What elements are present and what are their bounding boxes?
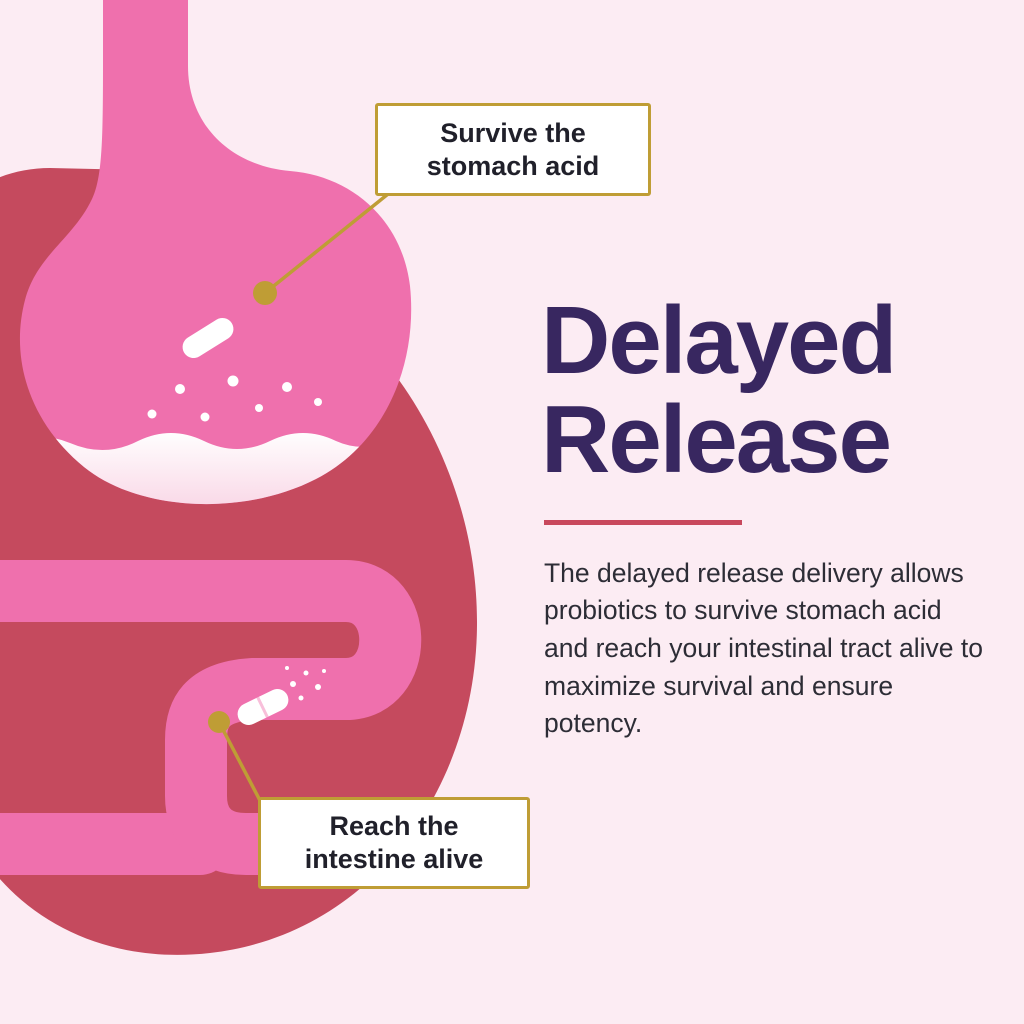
capsule-icon	[237, 666, 326, 726]
page-title-line1: Delayed	[541, 287, 897, 394]
intestine-main-segment	[0, 560, 422, 875]
connector-line-stomach	[263, 184, 400, 295]
page-title-line2: Release	[541, 385, 892, 493]
page-title: Delayed Release	[541, 287, 993, 493]
callout-intestine: Reach the intestine alive	[258, 797, 530, 889]
title-divider	[544, 519, 742, 525]
intestine-tract	[0, 560, 422, 875]
pill-icon	[182, 317, 234, 359]
callout-intestine-label: Reach the intestine alive	[304, 811, 484, 874]
text-column: Delayed Release The delayed release deli…	[541, 287, 993, 743]
callout-stomach: Survive the stomach acid	[375, 103, 651, 196]
stomach-shape	[20, 0, 412, 505]
acid-bubbles	[147, 375, 322, 422]
body-text: The delayed release delivery allows prob…	[544, 557, 983, 739]
connector-dot-stomach	[253, 281, 277, 305]
capsule-sparkles	[285, 666, 326, 701]
callout-stomach-label: Survive the stomach acid	[426, 117, 600, 181]
connector-dot-intestine	[208, 711, 230, 733]
stomach-acid-liquid	[19, 433, 412, 505]
